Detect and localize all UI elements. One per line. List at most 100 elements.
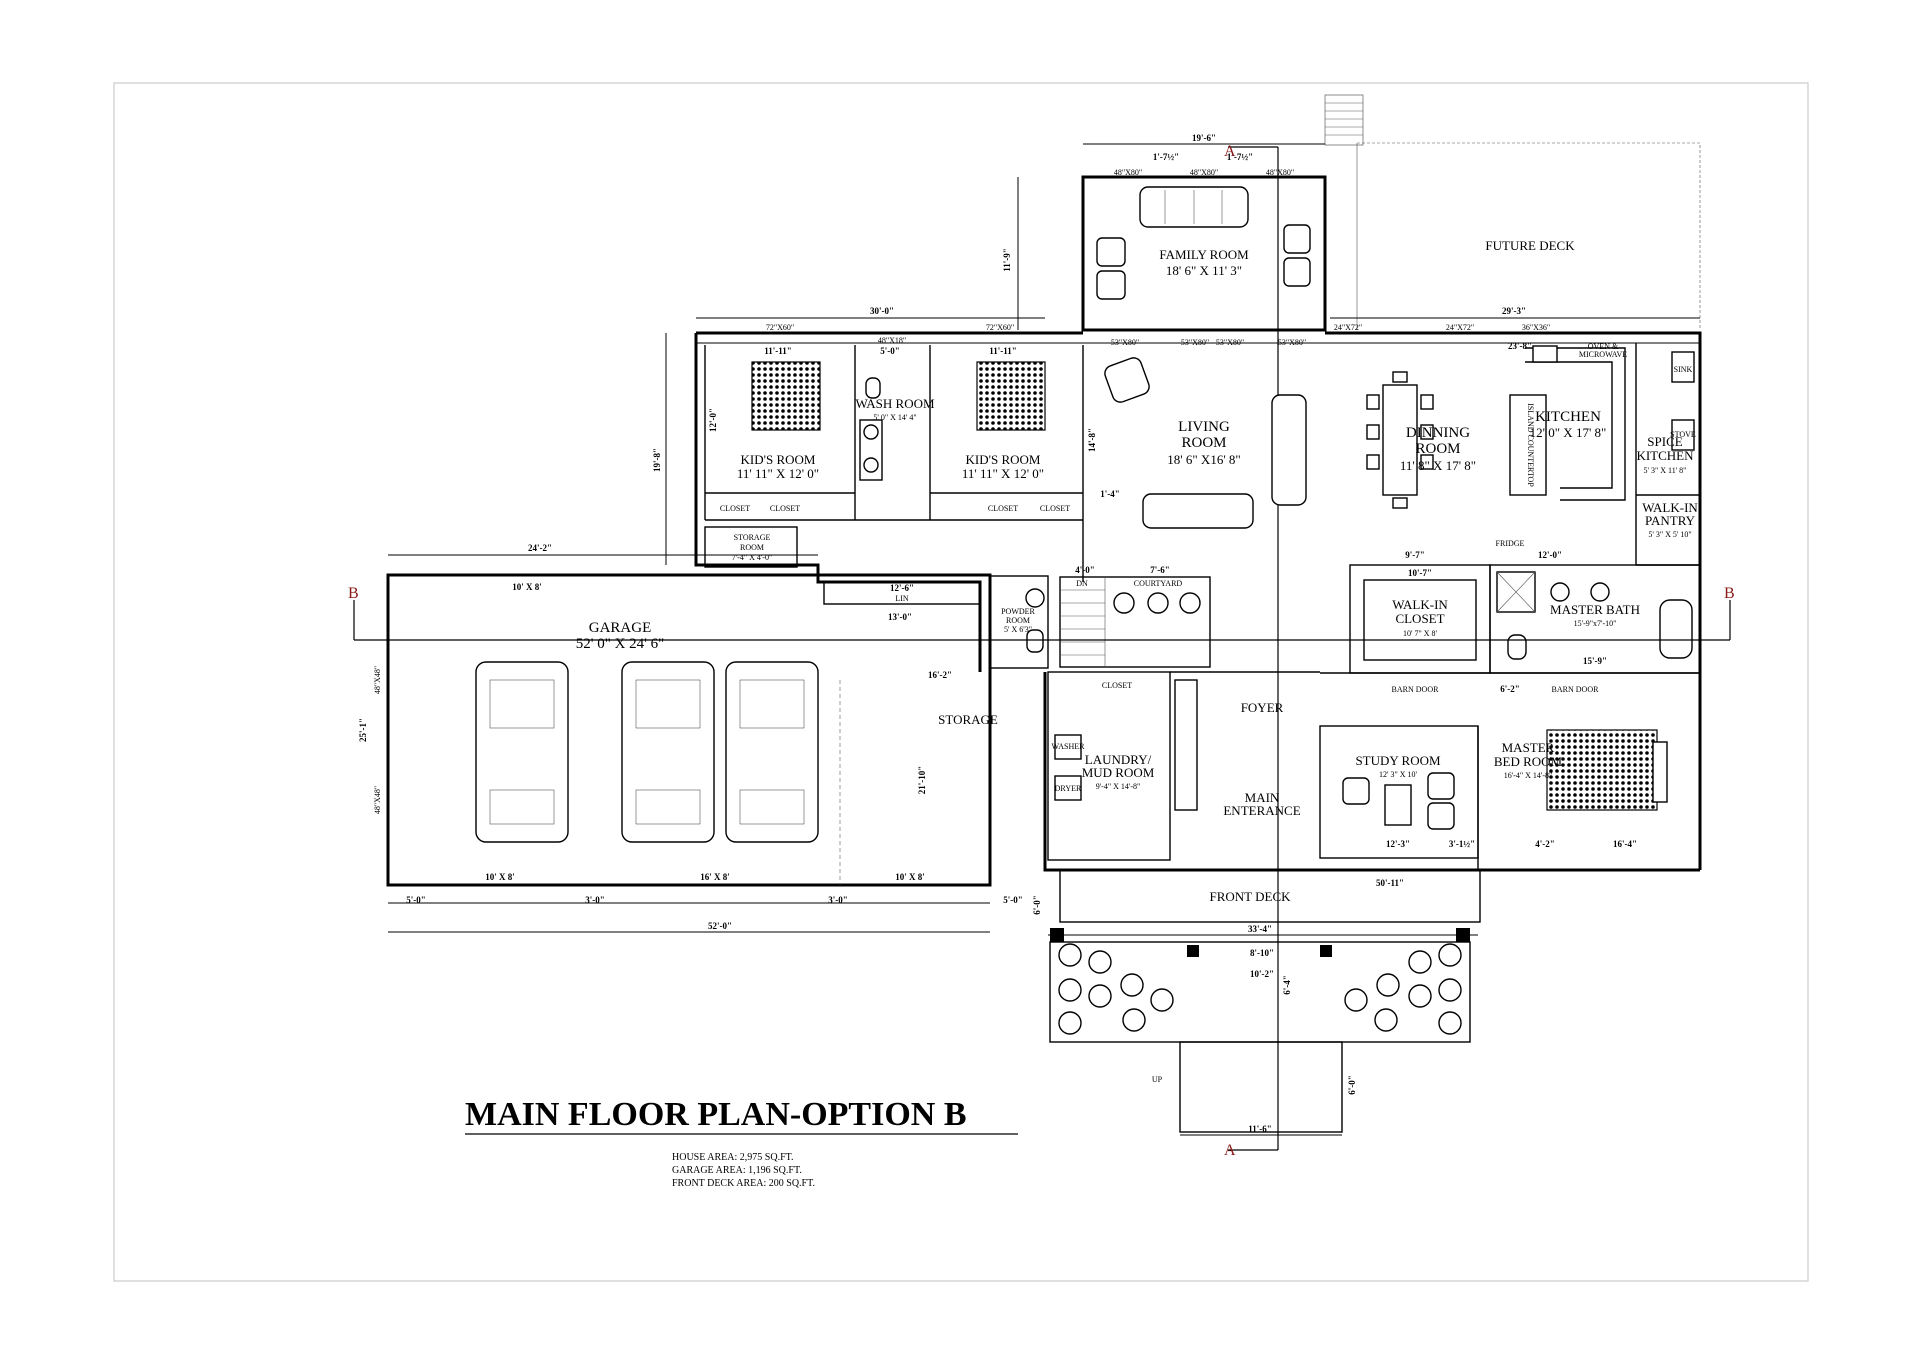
study-desk [1384,784,1412,826]
dim-g-21-10: 21'-10" [917,766,927,795]
dim-top-30: 30'-0" [870,306,894,316]
room-size-master-bed: 16'-4" X 14'-8" [1504,771,1553,780]
dim-mb-4-2: 4'-2" [1535,839,1555,849]
future-deck-outline [1324,94,1701,330]
courtyard-label: COURTYARD [1134,579,1183,588]
room-label-walk-in-2: CLOSET [1395,611,1444,626]
tub [1659,599,1693,659]
room-label-laundry-2: MUD ROOM [1082,765,1155,780]
dim-garage-door: 10' X 8' [512,582,542,592]
section-marker-b-right: B [1724,585,1735,602]
dim-bottom: 3'-0" [828,895,848,905]
dim-window: 48"X48" [373,666,382,694]
room-label-storage-room: STORAGE [734,533,771,542]
kitchen-sink [1532,345,1558,363]
dim-deck-29: 29'-3" [1502,306,1526,316]
oven-label-2: MICROWAVE [1579,350,1627,359]
room-label-walk-in: WALK-IN [1392,597,1448,612]
room-label-dinning: DINNING [1406,425,1470,441]
room-label-garage: GARAGE [589,620,652,636]
sheet-border [113,82,1809,1282]
room-size-powder: 5' X 6'3" [1004,625,1032,634]
area-garage: GARAGE AREA: 1,196 SQ.FT. [672,1165,802,1176]
armchair [1096,237,1126,267]
car [621,661,715,843]
bed [751,361,821,431]
room-size-master-bath: 15'-9"x7'-10" [1574,619,1617,628]
dim-wash-width: 5'-0" [880,346,900,356]
room-label-storage: STORAGE [938,712,998,727]
room-size-storage-room: 7'-4" X 4'-0" [732,553,773,562]
section-marker-b-left: B [348,585,359,602]
dim-window: 53"X80" [1216,338,1244,347]
dim-lr-14-8: 14'-8" [1087,428,1097,452]
room-size-laundry: 9'-4" X 14'-8" [1096,782,1141,791]
room-label-master-bath: MASTER BATH [1550,602,1640,617]
dim-k-12-0: 12'-0" [1538,550,1562,560]
dim-garage-door: 16' X 8' [700,872,730,882]
dim-deck-11-6: 11'-6" [1248,1124,1272,1134]
closet-label: CLOSET [1102,681,1132,690]
section-marker-a-top: A [1224,143,1236,160]
room-label-living-2: ROOM [1181,435,1226,451]
kids-rooms-walls [704,345,1084,582]
room-label-lin: LIN [895,594,909,603]
dim-window: 48"X80" [1114,168,1142,177]
dim-k-23-8: 23'-8" [1508,341,1532,351]
dim-window: 48"X48" [373,786,382,814]
dim-deck-33: 33'-4" [1248,924,1272,934]
dining-chairs [1366,371,1434,509]
dim-lr-7-6: 7'-6" [1150,565,1170,575]
room-size-spice: 5' 3" X 11' 8" [1644,466,1687,475]
dim-k-10-7: 10'-7" [1408,568,1432,578]
dim-lr-4-0: 4'-0" [1075,565,1095,575]
room-label-storage-room-2: ROOM [740,543,764,552]
room-label-master-bed: MASTER [1502,740,1555,755]
bed [976,361,1046,431]
dim-mb-15-9: 15'-9" [1583,656,1607,666]
room-size-study: 12' 3" X 10' [1379,770,1417,779]
dim-window: 53"X80" [1181,338,1209,347]
room-label-kids-room-1: KID'S ROOM [741,452,816,467]
closet-label: CLOSET [770,504,800,513]
area-front-deck: FRONT DECK AREA: 200 SQ.FT. [672,1178,815,1189]
closet-label: CLOSET [1040,504,1070,513]
armchair [1096,270,1126,300]
dim-deck-10-2: 10'-2" [1250,969,1274,979]
dim-k-9-7: 9'-7" [1405,550,1425,560]
area-house: HOUSE AREA: 2,975 SQ.FT. [672,1152,794,1163]
sofa [1142,493,1254,529]
room-size-walk-in: 10' 7" X 8' [1403,629,1437,638]
dim-window: 48"X80" [1266,168,1294,177]
room-label-main-entrance: MAIN [1245,790,1280,805]
dim-deck-6-4: 6'-4" [1282,975,1292,995]
dim-bottom: 5'-0" [1003,895,1023,905]
dim-garage-52: 52'-0" [708,921,732,931]
toilet [1026,629,1044,653]
room-label-study: STUDY ROOM [1355,753,1441,768]
dim-bottom: 3'-0" [585,895,605,905]
dim-window: 48"X18" [878,336,906,345]
master-bed [1546,729,1658,811]
dim-family-height: 11'-9" [1002,248,1012,272]
dim-garage-24: 24'-2" [528,543,552,553]
sofa-cushions [1164,190,1223,224]
room-label-master-bed-2: BED ROOM [1494,754,1563,769]
dim-g-13-0: 13'-0" [888,612,912,622]
dim-g-16-2: 16'-2" [928,670,952,680]
room-label-kitchen: KITCHEN [1535,409,1601,425]
dryer-label: DRYER [1055,784,1082,793]
garage-walls [386,573,992,887]
dim-overall-top: 19'-6" [1192,133,1216,143]
sofa [1271,394,1307,506]
room-size-family-room: 18' 6" X 11' 3" [1166,263,1242,278]
dim-family-w2: 1'-7½" [1227,152,1253,162]
dim-window: 36"X36" [1522,323,1550,332]
dim-window: 24"X72" [1334,323,1362,332]
room-size-pantry: 5' 3" X 5' 10" [1648,530,1691,539]
room-label-spice: SPICE [1647,434,1682,449]
room-label-kids-room-2: KID'S ROOM [966,452,1041,467]
stove-label: STOVE [1670,430,1696,439]
closet-label: CLOSET [720,504,750,513]
